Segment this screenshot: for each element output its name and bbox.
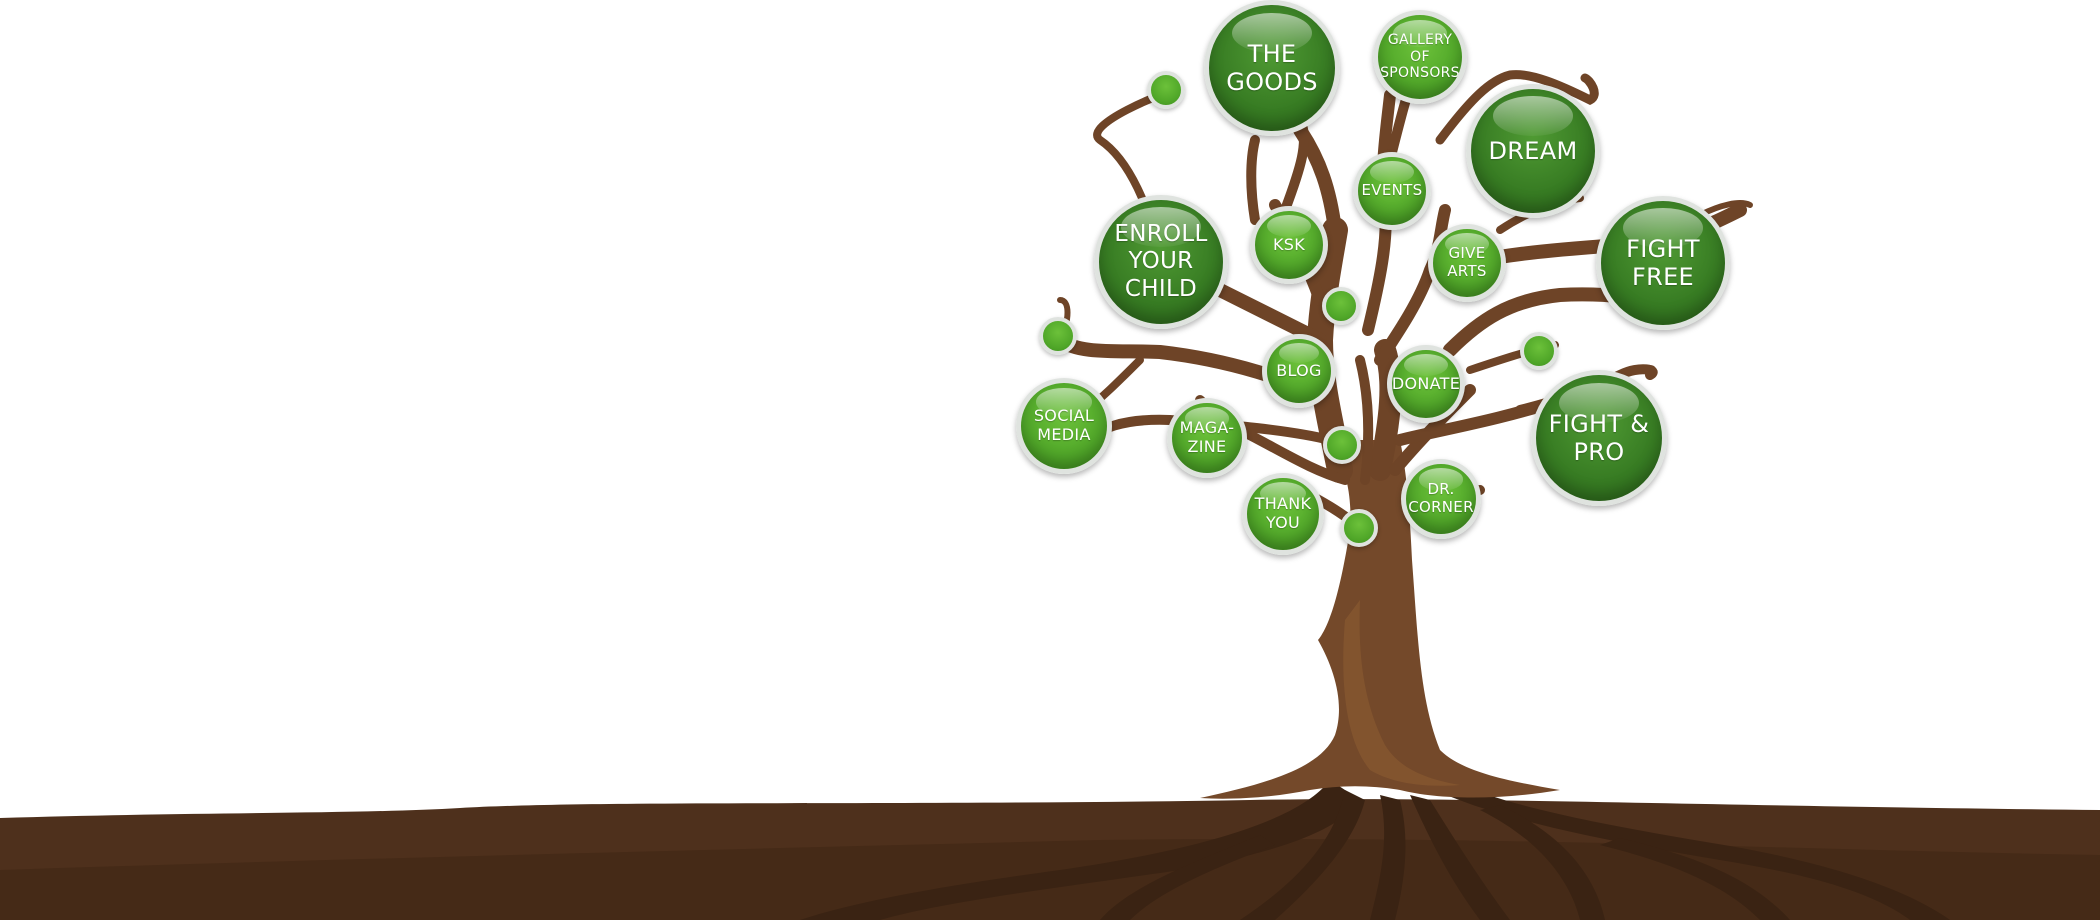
nav-magazine-label: MAGA- ZINE <box>1179 418 1235 456</box>
nav-thank-you[interactable]: THANK YOU <box>1242 473 1324 555</box>
nav-give-arts-label: GIVE ARTS <box>1447 244 1487 280</box>
nav-fight-and-pro-label: FIGHT & PRO <box>1548 409 1650 466</box>
nav-donate[interactable]: DONATE <box>1387 345 1465 423</box>
nav-events[interactable]: EVENTS <box>1353 152 1431 230</box>
nav-ksk[interactable]: KSK <box>1250 206 1328 284</box>
nav-gallery-of-sponsors[interactable]: GALLERY OF SPONSORS <box>1373 10 1467 104</box>
tree-roots <box>800 780 1950 920</box>
decorative-dot <box>1340 509 1378 547</box>
nav-fight-free-label: FIGHT FREE <box>1626 234 1700 291</box>
nav-enroll-your-child-label: ENROLL YOUR CHILD <box>1114 221 1208 302</box>
nav-enroll-your-child[interactable]: ENROLL YOUR CHILD <box>1094 195 1228 329</box>
nav-magazine[interactable]: MAGA- ZINE <box>1167 398 1247 478</box>
nav-thank-you-label: THANK YOU <box>1254 494 1312 532</box>
nav-give-arts[interactable]: GIVE ARTS <box>1428 224 1506 302</box>
decorative-dot <box>1147 71 1185 109</box>
decorative-dot <box>1520 332 1558 370</box>
nav-dr-corner-label: DR. CORNER <box>1408 480 1474 516</box>
nav-fight-free[interactable]: FIGHT FREE <box>1596 196 1730 330</box>
decorative-dot <box>1039 317 1077 355</box>
tree-trunk <box>1200 440 1560 799</box>
nav-blog-label: BLOG <box>1276 360 1322 380</box>
nav-gallery-of-sponsors-label: GALLERY OF SPONSORS <box>1380 32 1460 82</box>
nav-dream[interactable]: DREAM <box>1466 84 1600 218</box>
nav-dr-corner[interactable]: DR. CORNER <box>1401 459 1481 539</box>
nav-the-goods[interactable]: THE GOODS <box>1204 0 1340 136</box>
decorative-dot <box>1323 426 1361 464</box>
nav-fight-and-pro[interactable]: FIGHT & PRO <box>1531 370 1667 506</box>
nav-blog[interactable]: BLOG <box>1262 334 1336 408</box>
nav-ksk-label: KSK <box>1272 234 1306 254</box>
trunk-highlight <box>1343 600 1460 786</box>
nav-events-label: EVENTS <box>1361 181 1423 200</box>
nav-social-media-label: SOCIAL MEDIA <box>1033 406 1095 444</box>
nav-the-goods-label: THE GOODS <box>1226 39 1318 96</box>
decorative-dot <box>1322 287 1360 325</box>
nav-donate-label: DONATE <box>1391 373 1461 393</box>
nav-social-media[interactable]: SOCIAL MEDIA <box>1016 378 1112 474</box>
nav-dream-label: DREAM <box>1488 136 1578 165</box>
